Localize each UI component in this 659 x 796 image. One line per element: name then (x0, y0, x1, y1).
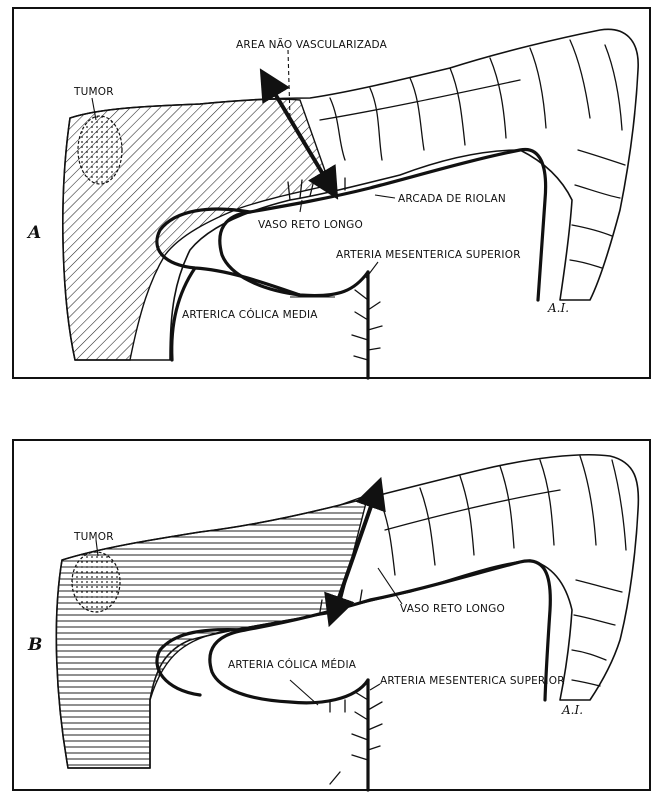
haustra-b (380, 456, 626, 686)
colica-label-a: ARTERICA CÓLICA MEDIA (182, 308, 318, 321)
mesenterica-label-a: ARTERIA MESENTERICA SUPERIOR (336, 249, 521, 261)
tumor-b (72, 552, 120, 612)
panel-a-letter: A (26, 223, 41, 243)
panel-a: A TUMOR AREA NÃO VASCULARIZADA ARCADA DE… (13, 8, 650, 378)
tumor-label-a: TUMOR (73, 86, 114, 98)
signature-b: A.I. (561, 703, 583, 717)
tumor-a (78, 116, 122, 184)
colica-label-b: ARTERIA CÓLICA MÉDIA (228, 658, 357, 671)
signature-a: A.I. (547, 301, 569, 315)
vaso-label-a: VASO RETO LONGO (258, 219, 363, 231)
vaso-label-b: VASO RETO LONGO (400, 603, 505, 615)
arcada-label-a: ARCADA DE RIOLAN (398, 193, 506, 205)
mesenterica-label-b: ARTERIA MESENTERICA SUPERIOR (380, 675, 565, 687)
area-label-a: AREA NÃO VASCULARIZADA (236, 38, 388, 51)
panel-b: B TUMOR VASO RETO LONGO ARTERIA CÓLICA M… (13, 440, 650, 790)
tumor-label-b: TUMOR (73, 531, 114, 543)
panel-b-letter: B (27, 635, 42, 655)
